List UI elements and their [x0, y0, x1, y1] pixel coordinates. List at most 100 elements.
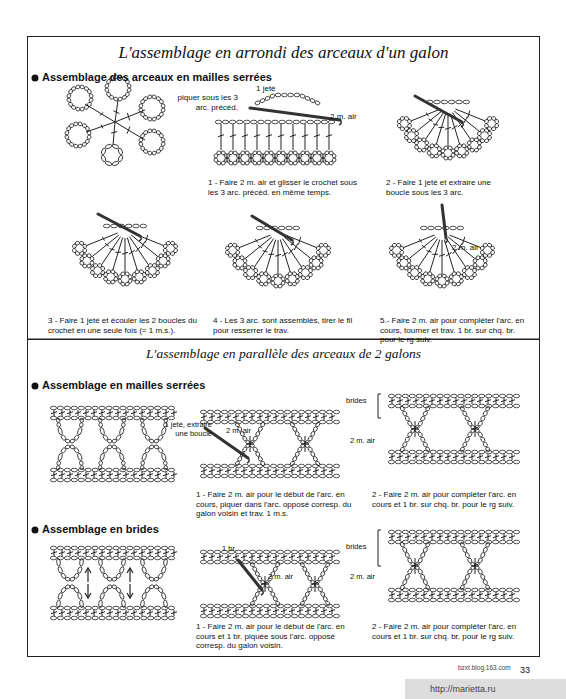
chain-stitch	[298, 410, 304, 414]
chain-stitch	[424, 140, 429, 145]
chain-stitch	[249, 604, 255, 608]
treble-stitch	[245, 124, 246, 150]
chain-stitch	[312, 604, 318, 608]
treble-bar	[485, 400, 491, 402]
chain-stitch	[483, 441, 488, 447]
chain-stitch	[200, 550, 206, 554]
chain-stitch	[50, 406, 56, 410]
chain-stitch	[256, 550, 262, 554]
treble-bar	[147, 552, 153, 554]
treble-stitch	[430, 240, 440, 273]
chain-stitch	[256, 614, 262, 618]
chain-stitch	[134, 606, 140, 610]
chain-stitch	[207, 410, 213, 414]
chain-stitch	[282, 93, 288, 97]
chain-stitch	[388, 530, 394, 534]
chain-stitch	[141, 423, 145, 428]
chain-stitch	[435, 226, 442, 230]
chain-stitch	[56, 418, 60, 423]
treble-bar	[163, 552, 169, 554]
treble-bar	[115, 612, 121, 614]
arrow-head	[85, 568, 91, 573]
treble-stitch	[129, 237, 148, 265]
treble-stitch	[125, 238, 126, 272]
treble-bar	[127, 113, 129, 121]
chain-stitch	[85, 478, 91, 482]
treble-bar	[67, 612, 73, 614]
treble-bar	[305, 416, 311, 418]
chain-stitch	[486, 450, 492, 454]
chain-stitch	[242, 550, 248, 554]
chain-stitch	[85, 546, 91, 550]
chain-stitch	[430, 598, 436, 602]
treble-bar	[131, 612, 137, 614]
callout-label: 2 m. air	[350, 572, 375, 581]
chain-stitch	[314, 120, 320, 124]
treble-bar	[201, 556, 207, 558]
chain-stitch	[416, 598, 422, 602]
chain-stitch	[298, 474, 304, 478]
treble-bar	[139, 612, 145, 614]
chain-stitch	[270, 420, 276, 424]
arrow-line	[87, 584, 88, 598]
treble-bar	[257, 416, 263, 418]
treble-bar	[397, 536, 403, 538]
chain-stitch	[64, 416, 70, 420]
treble-bar	[290, 135, 296, 137]
chain-stitch	[162, 606, 168, 610]
arrow-head	[85, 593, 91, 598]
callout-label: bzxt.blog.163.com	[458, 664, 511, 672]
chain-stitch	[149, 577, 154, 582]
treble-bar	[123, 412, 129, 414]
treble-bar	[99, 474, 105, 476]
chain-stitch	[402, 598, 408, 602]
chain-stitch	[500, 460, 506, 464]
chain-stitch	[409, 460, 415, 464]
chain-stitch	[513, 404, 519, 408]
chain-stitch	[77, 592, 83, 600]
chain-stitch	[168, 616, 174, 620]
chain-stitch	[235, 604, 241, 608]
treble-bar	[101, 125, 103, 129]
chain-stitch	[113, 416, 119, 420]
chain-stitch	[92, 406, 98, 410]
treble-bar	[91, 552, 97, 554]
treble-stitch	[266, 240, 276, 273]
chain-stitch	[472, 268, 477, 273]
treble-bar	[217, 610, 223, 612]
chain-stitch	[207, 464, 213, 468]
chain-stitch	[400, 405, 405, 411]
chain-stitch	[312, 560, 318, 564]
chain-stitch	[162, 616, 168, 620]
chain-stitch	[228, 604, 234, 608]
chain-stitch	[161, 566, 167, 574]
chain-stitch	[407, 258, 412, 263]
treble-bar	[445, 127, 451, 129]
treble-bar	[461, 400, 467, 402]
chain-stitch	[319, 464, 325, 468]
chain-stitch	[477, 140, 482, 145]
chain-stitch	[256, 604, 262, 608]
treble-bar	[201, 610, 207, 612]
treble-stitch	[436, 114, 445, 145]
chain-stitch	[148, 416, 154, 420]
treble-bar	[421, 594, 427, 596]
chain-stitch	[263, 604, 269, 608]
treble-bar	[115, 474, 121, 476]
chain-stitch	[89, 93, 94, 98]
chain-stitch	[444, 404, 450, 408]
chain-stitch	[388, 588, 394, 592]
chain-stitch	[57, 406, 63, 410]
chain-stitch	[106, 478, 112, 482]
treble-bar	[262, 582, 268, 584]
chain-stitch	[50, 468, 56, 472]
chain-stitch	[148, 468, 154, 472]
chain-stitch	[437, 540, 443, 544]
chain-stitch	[162, 546, 168, 550]
chain-stitch	[127, 478, 133, 482]
chain-stitch	[200, 604, 206, 608]
chain-stitch	[284, 420, 290, 424]
chain-stitch	[73, 434, 79, 441]
chain-stitch	[395, 394, 401, 398]
chain-stitch	[319, 258, 324, 263]
